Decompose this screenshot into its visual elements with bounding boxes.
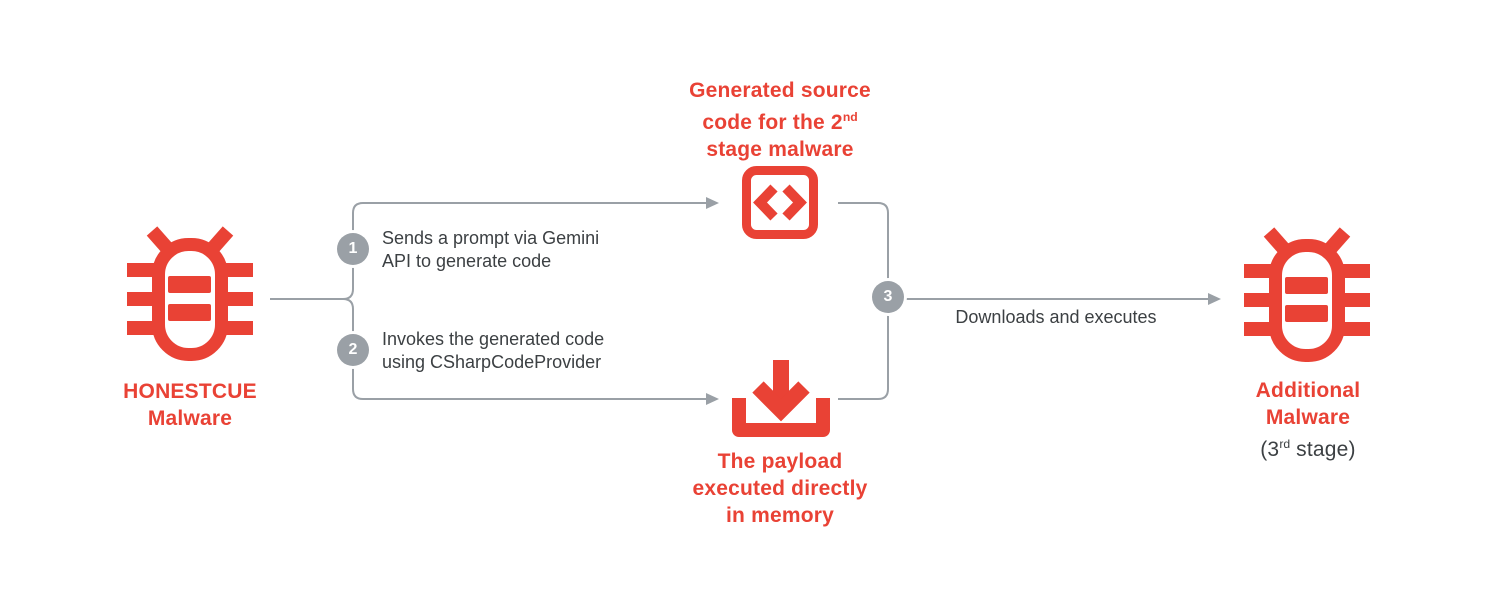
step-1-badge: 1 <box>337 233 369 265</box>
generated-code-title-line-1: Generated source <box>689 79 871 102</box>
arrowhead-to-target <box>1208 293 1221 305</box>
target-stage-ordinal-suffix: rd <box>1279 437 1291 451</box>
step-2-line-2: using CSharpCodeProvider <box>382 352 602 372</box>
generated-code-title-line-2: code for the 2nd <box>654 104 906 136</box>
arrowhead-to-payload-icon <box>706 393 719 405</box>
step-3-number: 3 <box>883 288 893 305</box>
step-1-line-2: API to generate code <box>382 251 552 271</box>
bug-icon-source <box>127 226 253 361</box>
target-malware-label: Additional Malware (3rd stage) <box>1208 377 1408 463</box>
generated-code-title-line-3: stage malware <box>706 138 854 161</box>
step-1-number: 1 <box>348 240 358 257</box>
connector-branch-down <box>342 298 706 400</box>
generated-code-title: Generated source code for the 2nd stage … <box>654 77 906 163</box>
bug-icon-target <box>1244 227 1370 362</box>
target-malware-stage: (3rd stage) <box>1208 431 1408 463</box>
source-malware-type: Malware <box>147 407 233 430</box>
generated-code-title-line-2-text: code for the 2 <box>702 111 843 134</box>
download-icon <box>732 360 830 437</box>
step-1-description: Sends a prompt via Gemini API to generat… <box>382 227 599 273</box>
step-2-description: Invokes the generated code using CSharpC… <box>382 328 604 374</box>
target-stage-pre: (3 <box>1260 438 1280 461</box>
target-malware-name-line-1: Additional <box>1255 379 1361 402</box>
payload-title: The payload executed directly in memory <box>654 448 906 529</box>
generated-code-ordinal-suffix: nd <box>842 110 858 124</box>
step-1-line-1: Sends a prompt via Gemini <box>382 228 600 248</box>
target-malware-name-line-2: Malware <box>1265 406 1351 429</box>
step-3-label: Downloads and executes <box>955 307 1157 327</box>
source-malware-name: HONESTCUE <box>123 380 257 403</box>
arrowhead-to-code-icon <box>706 197 719 209</box>
step-2-badge: 2 <box>337 334 369 366</box>
target-stage-post: stage) <box>1290 438 1356 461</box>
payload-title-line-3: in memory <box>726 504 834 527</box>
code-icon <box>742 166 818 239</box>
step-2-number: 2 <box>348 341 358 358</box>
step-3-badge: 3 <box>872 281 904 313</box>
step-2-line-1: Invokes the generated code <box>382 329 605 349</box>
source-malware-label: HONESTCUE Malware <box>90 378 290 432</box>
payload-title-line-2: executed directly <box>692 477 868 500</box>
payload-title-line-1: The payload <box>717 450 843 473</box>
